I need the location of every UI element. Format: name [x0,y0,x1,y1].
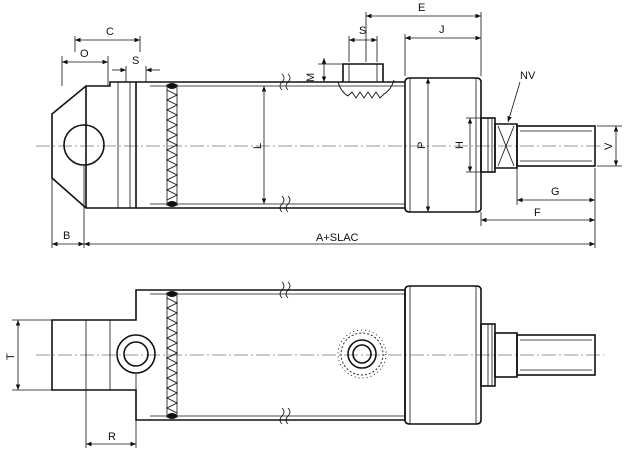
break-marks-plan [279,281,291,425]
dim-label-nv: NV [520,70,536,82]
port-plan [337,329,387,379]
dim-label-s-side: S [132,55,139,67]
port-boss [342,63,384,82]
dim-label-l: L [252,143,264,149]
port-weld [337,79,395,99]
head-cap-plan [404,285,482,425]
plan-view-dimensions: T R [5,319,137,448]
dim-label-p: P [416,142,428,149]
break-marks-top [279,73,291,213]
dim-label-r: R [108,431,116,443]
dim-label-s-top: S [359,25,366,37]
dim-label-m: M [305,73,317,82]
weld-bead-plan [165,291,179,419]
threaded-rod-end [516,125,596,167]
clevis-pin-hole [63,124,105,166]
head-cap [404,77,482,213]
dim-label-e: E [418,2,425,14]
dim-label-t: T [5,353,17,360]
dim-label-c: C [106,26,114,38]
dim-label-b: B [63,230,70,242]
dim-label-a-slac: A+SLAC [316,232,359,244]
dim-label-v: V [603,142,615,150]
plan-view [36,281,604,425]
dim-label-g: G [551,186,560,198]
threaded-rod-end-plan [516,334,596,376]
weld-bead-side [165,83,179,207]
dim-label-h: H [454,141,466,149]
side-view-dimensions: O C S M S E J NV L [51,2,622,248]
dim-label-f: F [534,207,541,219]
plan-pin-hole-outer [116,334,156,374]
dim-label-o: O [80,48,89,60]
dim-label-j: J [439,24,445,36]
plan-pin-hole-inner [123,341,149,367]
